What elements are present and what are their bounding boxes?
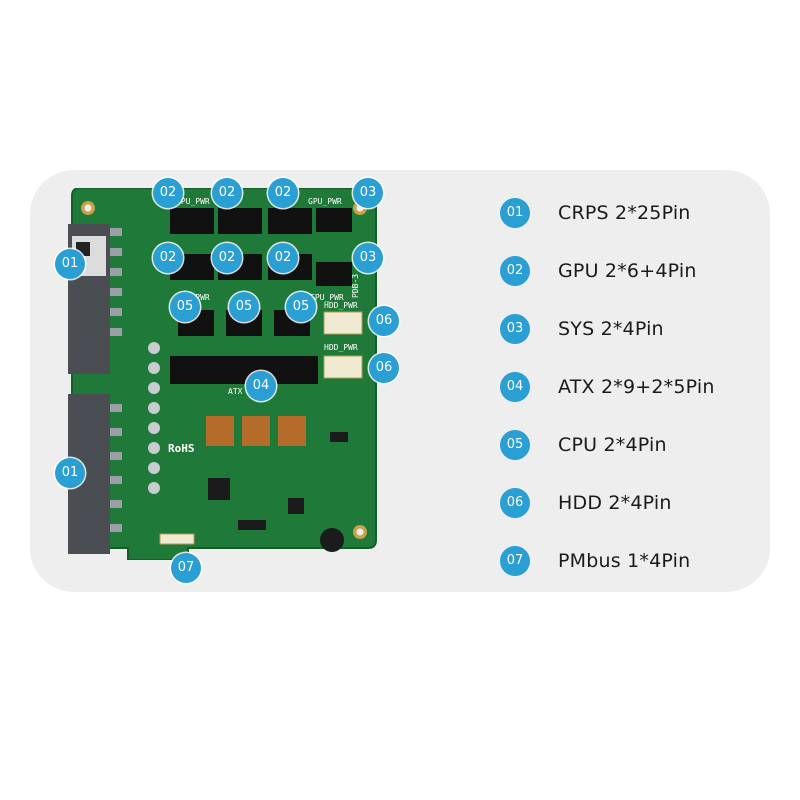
legend-number: 05	[500, 430, 530, 460]
marker-sys: 03	[353, 243, 383, 273]
legend-label: GPU 2*6+4Pin	[558, 260, 697, 282]
silk-hdd-pwr-1: HDD_PWR	[324, 343, 358, 352]
marker-gpu: 02	[268, 243, 298, 273]
legend-number: 01	[500, 198, 530, 228]
silk-gpu-pwr-1: GPU_PWR	[176, 197, 210, 206]
marker-sys: 03	[353, 178, 383, 208]
legend-item: 04 ATX 2*9+2*5Pin	[500, 371, 715, 403]
legend-number: 06	[500, 488, 530, 518]
marker-hdd: 06	[369, 353, 399, 383]
legend-item: 03 SYS 2*4Pin	[500, 313, 664, 345]
legend-item: 01 CRPS 2*25Pin	[500, 197, 691, 229]
marker-gpu: 02	[212, 243, 242, 273]
marker-cpu: 05	[286, 292, 316, 322]
legend-number: 04	[500, 372, 530, 402]
marker-cpu: 05	[170, 292, 200, 322]
legend-item: 05 CPU 2*4Pin	[500, 429, 667, 461]
silk-model: PDB-3	[351, 274, 360, 298]
marker-crps: 01	[55, 458, 85, 488]
marker-gpu: 02	[268, 178, 298, 208]
legend-label: ATX 2*9+2*5Pin	[558, 376, 715, 398]
marker-hdd: 06	[369, 306, 399, 336]
silk-gpu-pwr-2: GPU_PWR	[308, 197, 342, 206]
legend-label: SYS 2*4Pin	[558, 318, 664, 340]
legend-item: 06 HDD 2*4Pin	[500, 487, 672, 519]
legend-label: CPU 2*4Pin	[558, 434, 667, 456]
legend-label: HDD 2*4Pin	[558, 492, 672, 514]
marker-crps: 01	[55, 249, 85, 279]
legend-item: 02 GPU 2*6+4Pin	[500, 255, 697, 287]
marker-pmbus: 07	[171, 553, 201, 583]
pcb-board-image: GPU_PWR GPU_PWR CPU_PWR GPU_PWR HDD_PWR …	[68, 188, 377, 560]
marker-gpu: 02	[153, 243, 183, 273]
legend-item: 07 PMbus 1*4Pin	[500, 545, 690, 577]
legend-label: CRPS 2*25Pin	[558, 202, 691, 224]
silk-gpu-pwr-3: GPU_PWR	[310, 293, 344, 302]
silk-hdd-pwr-2: HDD_PWR	[324, 301, 358, 310]
silk-atx: ATX	[228, 387, 243, 396]
silk-rohs: RoHS	[168, 442, 195, 455]
marker-gpu: 02	[212, 178, 242, 208]
legend-number: 07	[500, 546, 530, 576]
legend-number: 03	[500, 314, 530, 344]
legend-number: 02	[500, 256, 530, 286]
marker-cpu: 05	[229, 292, 259, 322]
legend-label: PMbus 1*4Pin	[558, 550, 691, 572]
marker-atx: 04	[246, 371, 276, 401]
marker-gpu: 02	[153, 178, 183, 208]
